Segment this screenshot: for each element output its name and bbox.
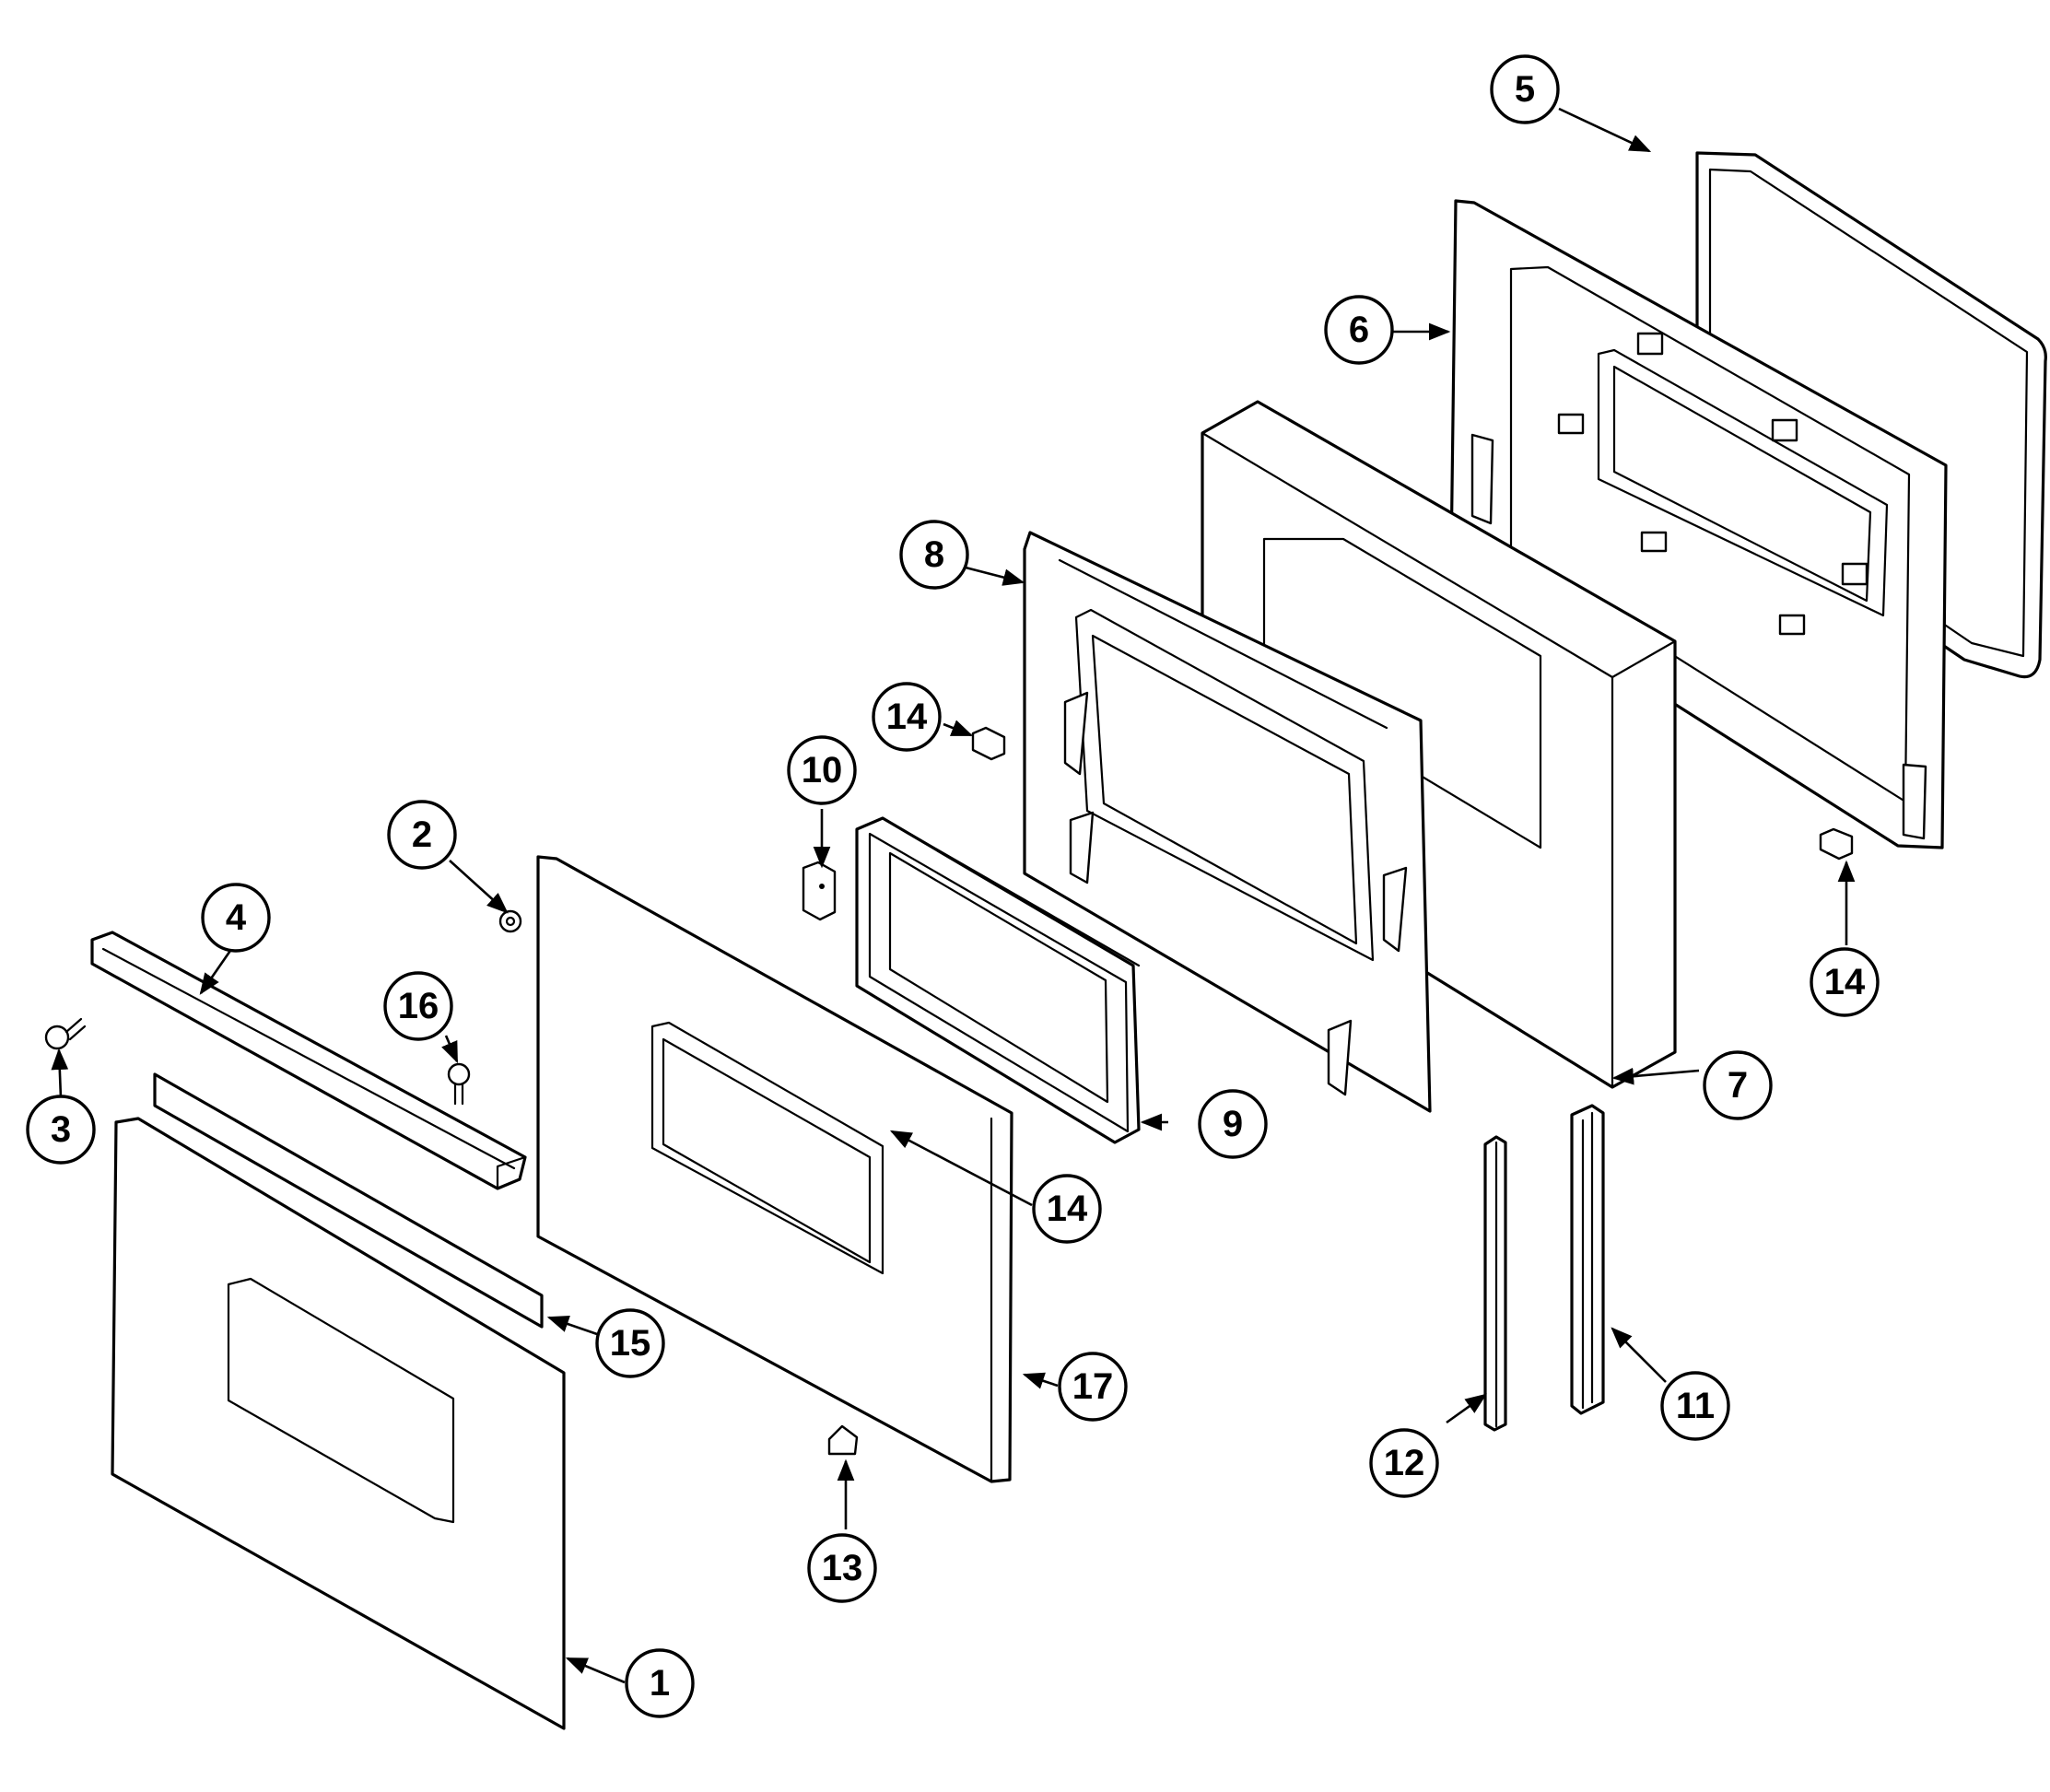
callout-11: 11 [1660,1371,1730,1441]
callouts: 1 2 3 4 5 6 7 8 [26,54,1880,1718]
part-3-screw [44,1017,87,1050]
callout-1: 1 [625,1648,695,1718]
svg-text:14: 14 [1047,1189,1088,1229]
svg-text:15: 15 [610,1323,651,1364]
svg-text:2: 2 [412,814,432,855]
callout-3: 3 [26,1095,96,1165]
svg-text:4: 4 [226,897,247,938]
callout-16: 16 [383,971,453,1041]
part-15-glass-strip [153,1072,544,1329]
svg-text:10: 10 [802,750,843,791]
callout-2: 2 [387,800,457,870]
callout-12: 12 [1369,1428,1439,1498]
part-2-nut [498,909,522,933]
svg-text:9: 9 [1223,1104,1243,1144]
callout-9: 9 [1198,1089,1268,1159]
part-10-bracket [802,861,837,921]
callout-17: 17 [1058,1352,1128,1422]
part-8-inner-door-panel [1023,531,1432,1113]
callout-4: 4 [201,883,271,953]
svg-text:17: 17 [1072,1366,1114,1407]
callout-14-door: 14 [1032,1174,1102,1244]
svg-text:13: 13 [822,1548,863,1588]
callout-6: 6 [1324,295,1394,365]
svg-text:11: 11 [1676,1386,1715,1426]
part-13-hinge-clip [827,1424,859,1456]
callout-10: 10 [787,735,857,805]
svg-text:6: 6 [1349,310,1369,350]
callout-8: 8 [899,520,969,590]
part-14-clip-right [1819,827,1854,861]
svg-text:3: 3 [51,1109,71,1150]
callout-14-right: 14 [1810,947,1880,1017]
part-9-window-pack [855,816,1141,1144]
callout-15: 15 [595,1308,665,1378]
svg-text:14: 14 [886,697,928,737]
svg-text:1: 1 [650,1663,670,1704]
part-4-vent-trim [90,931,527,1190]
callout-13: 13 [807,1533,877,1603]
part-14-clip-upper [971,726,1006,761]
svg-text:12: 12 [1384,1443,1425,1483]
part-16-screw [447,1062,471,1106]
svg-text:5: 5 [1515,69,1535,110]
callout-14-upper: 14 [872,682,942,752]
callout-5: 5 [1490,54,1560,124]
part-6-inner-door-liner [1449,199,1948,849]
part-1-outer-door-panel [111,1117,566,1730]
part-12-side-trim-left [1483,1135,1507,1432]
svg-text:16: 16 [398,986,439,1026]
part-11-side-trim-right [1570,1104,1605,1415]
callout-7: 7 [1703,1050,1773,1120]
svg-text:7: 7 [1728,1065,1748,1106]
svg-text:14: 14 [1824,962,1866,1002]
part-17-door-frame [536,855,1013,1483]
svg-text:8: 8 [924,534,944,575]
leader-lines [51,107,1856,1684]
